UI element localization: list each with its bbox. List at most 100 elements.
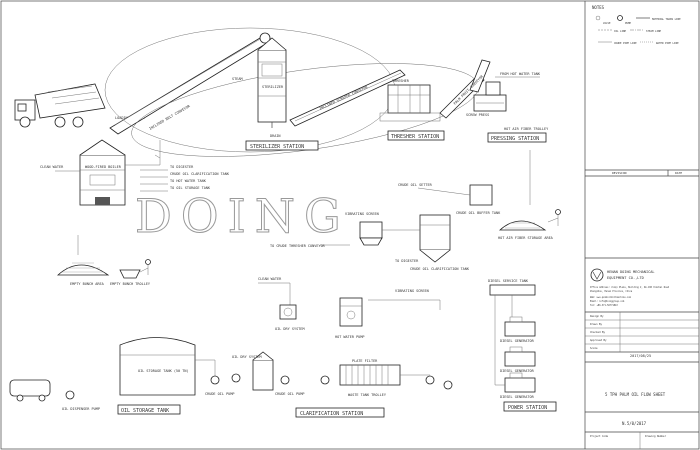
diesel-generator-2	[504, 346, 536, 367]
screw-press	[473, 81, 507, 112]
sterilizer-station-box	[245, 140, 319, 151]
crude-oil-pump-label: CRUDE OIL PUMP	[205, 392, 235, 396]
address-line-5: Tel: +86-371-56771822	[590, 304, 618, 307]
oil-dry-system	[279, 304, 297, 320]
vibrating-screen-label: VIBRATING SCREEN	[345, 212, 379, 216]
clarification-station-title: CLARIFICATION STATION	[300, 411, 363, 417]
company-name: HENAN DOING MECHANICAL	[607, 270, 655, 274]
oil-storage-tank	[119, 337, 216, 396]
legend-valve: VALVE	[603, 21, 611, 25]
diesel-gen-1-label: DIESEL GENERATOR	[500, 339, 535, 343]
row-approved: Approved By	[590, 338, 607, 342]
pressing-station-box	[487, 132, 547, 143]
steam-label: STEAM	[232, 77, 243, 81]
address-line-2: Zhengzhou, Henan Province, China	[590, 290, 633, 293]
wood-fired-boiler	[79, 139, 126, 206]
drawing-title: 5 TPH PALM OIL FLOW SHEET	[605, 392, 666, 397]
fruit-conveyor	[439, 59, 491, 119]
company-logo	[590, 268, 604, 282]
hot-fiber-storage-label: HOT AIR FIBER STORAGE AREA	[498, 236, 554, 240]
clarification-station-box	[295, 407, 385, 418]
to-crude-thresher-label: TO CRUDE THRESHER CONVEYOR	[270, 244, 326, 248]
diesel-gen-3-label: DIESEL GENERATOR	[500, 395, 535, 399]
project-code-label: Project Code	[590, 434, 609, 438]
crude-oil-buffer-tank	[469, 184, 493, 206]
scraper-conveyor	[289, 69, 406, 127]
drawing-number: N.5/0/2017	[622, 421, 647, 426]
legend-crude-line: CRUDE PIPE LINE	[614, 41, 637, 45]
address-line-1: Office Address: Jinqi Plaza, Building 2,…	[590, 286, 670, 289]
hot-water-tank-low	[339, 297, 363, 327]
thresher-machine	[379, 84, 441, 122]
diesel-generator-1	[504, 316, 536, 337]
row-design: Design By	[590, 314, 604, 318]
plate-filter-press	[320, 364, 401, 386]
sterilizer-station-title: STERILIZER STATION	[250, 144, 304, 150]
legend-steam-line: STEAM LINE	[646, 29, 662, 33]
oil-storage-station-title: OIL STORAGE TANK	[121, 408, 169, 414]
diesel-generator-3	[504, 372, 536, 393]
clean-water-label: CLEAN WATER	[40, 165, 64, 169]
legend-pump: PUMP	[625, 21, 632, 25]
row-scale: Scale	[590, 346, 598, 350]
pump-right-icon	[425, 375, 435, 385]
document-date: 2017/08/25	[630, 354, 651, 358]
oil-dispenser-label: OIL DISPENSER PUMP	[62, 407, 100, 411]
oil-storage-tank-label: OIL STORAGE TANK (50 TN)	[138, 369, 189, 373]
crude-oil-pump-2-label: CRUDE OIL PUMP	[275, 392, 305, 396]
scraper-conveyor-label: INCLINED SCRAPER CONVEYOR	[319, 85, 369, 111]
pump-right-2-icon	[443, 380, 453, 390]
address-line-3: Web: www.palmoilmillmachine.com	[590, 296, 632, 299]
plate-filter-label: PLATE FILTER	[352, 359, 378, 363]
address-line-4: Email: info@doinggroup.com	[590, 300, 625, 303]
crude-oil-buffer-label: CRUDE OIL BUFFER TANK	[456, 211, 501, 215]
pressing-station-title: PRESSING STATION	[491, 136, 539, 142]
inclined-belt-conveyor	[109, 32, 273, 135]
notes-heading: NOTES	[592, 5, 605, 10]
sterilizer-vessel	[257, 37, 287, 128]
from-hot-water-label: FROM HOT WATER TANK	[500, 72, 541, 76]
clean-water-2-label: CLEAN WATER	[258, 277, 282, 281]
legend-water-line: WATER PIPE LINE	[656, 41, 679, 45]
crude-pump-icon	[210, 375, 220, 385]
drawing-number-label: Drawing Number	[645, 434, 667, 438]
vibrating-screen	[359, 221, 383, 246]
sterilizer-label: STERILIZER	[262, 85, 284, 89]
fiber-storage-heap	[498, 209, 561, 231]
crude-pump-2-icon	[280, 375, 290, 385]
company-name-2: EQUIPMENT CO.,LTD	[607, 276, 644, 280]
hot-water-pump-label: HOT WATER PUMP	[335, 335, 365, 339]
row-checked: Checked By	[590, 330, 606, 334]
legend-material-line: MATERIAL TRANS LINE	[652, 17, 681, 21]
diesel-tank-label: DIESEL SERVICE TANK	[488, 279, 529, 283]
empty-bunch-area-label: EMPTY BUNCH AREA	[70, 282, 105, 286]
diesel-gen-2-label: DIESEL GENERATOR	[500, 369, 535, 373]
to-digester2-label: TO DIGESTER	[395, 259, 419, 263]
watermark: DOING	[135, 189, 350, 243]
drain-label: DRAIN	[270, 134, 281, 138]
truck-icon	[14, 83, 106, 128]
to-storage-label: TO OIL STORAGE TANK	[170, 186, 211, 190]
to-clarification-label: CRUDE OIL CLARIFICATION TANK	[170, 172, 230, 176]
waste-tank-trolley-label: WASTE TANK TROLLEY	[348, 393, 387, 397]
screw-press-label: SCREW PRESS	[466, 113, 489, 117]
thresher-label: THRESHER	[392, 79, 410, 83]
vibrating-screen2-label: VIBRATING SCREEN	[395, 289, 429, 293]
oil-tanker-truck	[9, 379, 51, 402]
oil-storage-station-box	[117, 404, 181, 415]
to-digester-label: TO DIGESTER	[170, 165, 194, 169]
boiler-label: WOOD-FIRED BOILER	[85, 165, 122, 169]
power-station-title: POWER STATION	[508, 405, 547, 411]
to-hot-water-label: TO HOT WATER TANK	[170, 179, 207, 183]
oil-dry-station	[231, 351, 274, 391]
crude-oil-tank-label: CRUDE OIL CLARIFICATION TANK	[410, 267, 470, 271]
row-drawn: Drawn By	[590, 322, 603, 326]
oil-setter-label: CRUDE OIL SETTER	[398, 183, 433, 187]
hot-air-fiber-trolley-label: HOT AIR FIBER TROLLEY	[504, 127, 549, 131]
empty-bunch-trolley-label: EMPTY BUNCH TROLLEY	[110, 282, 151, 286]
thresher-station-title: THRESHER STATION	[391, 134, 439, 140]
legend-oil-line: OIL LINE	[614, 29, 627, 33]
revision-header: REVISION	[612, 171, 627, 175]
